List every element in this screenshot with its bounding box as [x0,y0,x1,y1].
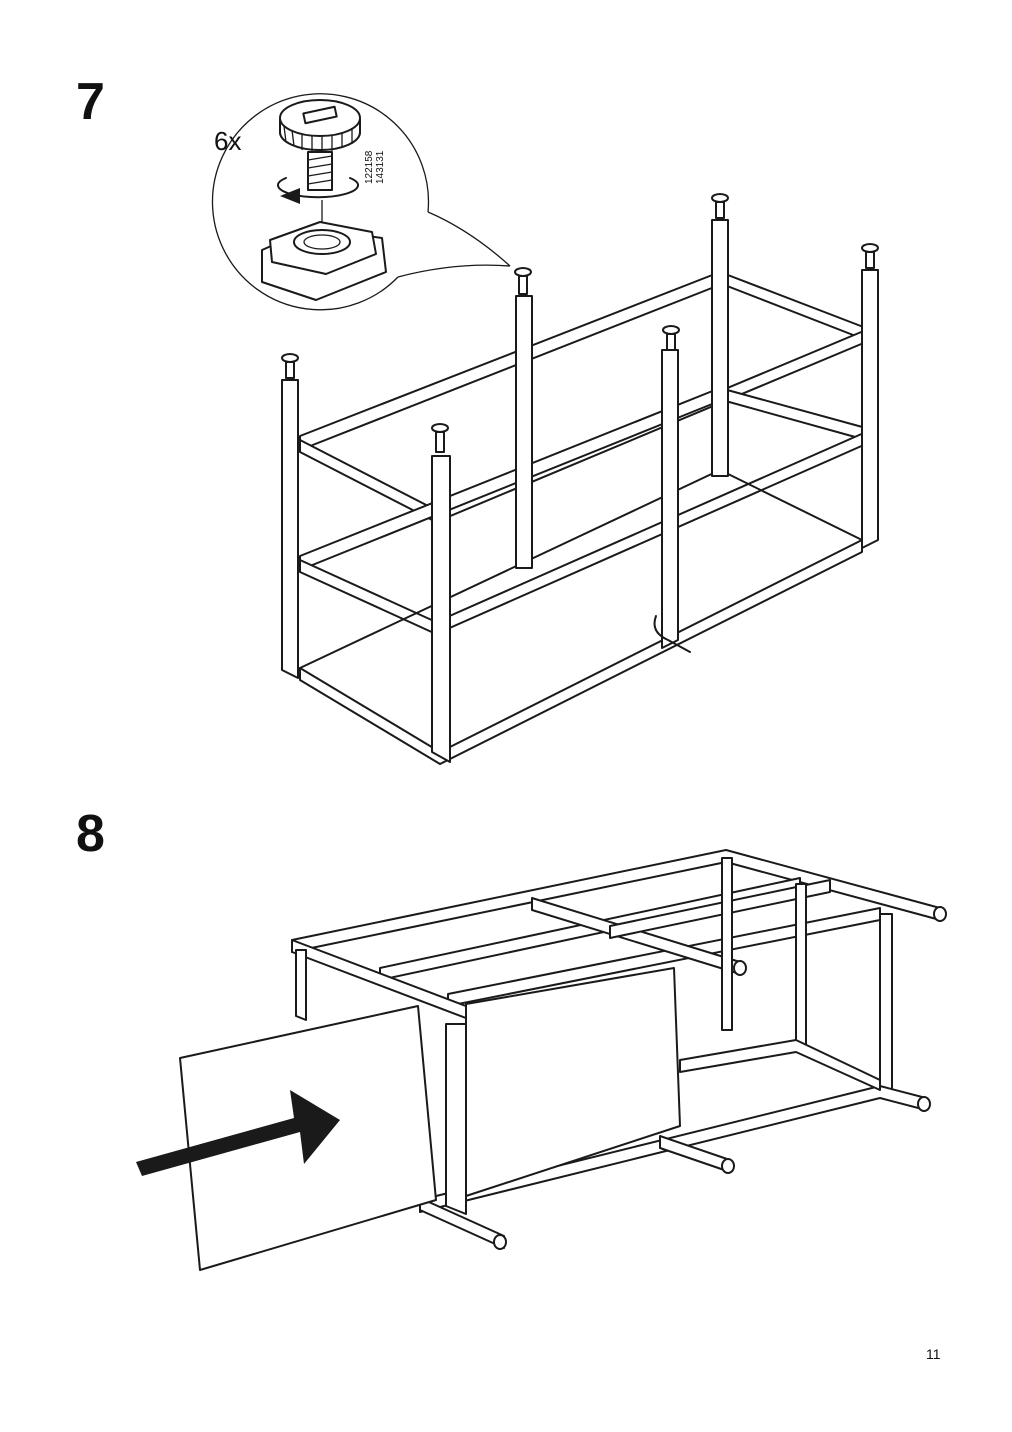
page-number: 11 [926,1346,941,1362]
step-number-8: 8 [76,805,105,863]
frame-step7 [281,193,879,765]
step-number-7: 7 [76,73,105,131]
detail-callout [211,93,511,311]
frame-step8 [136,849,947,1271]
